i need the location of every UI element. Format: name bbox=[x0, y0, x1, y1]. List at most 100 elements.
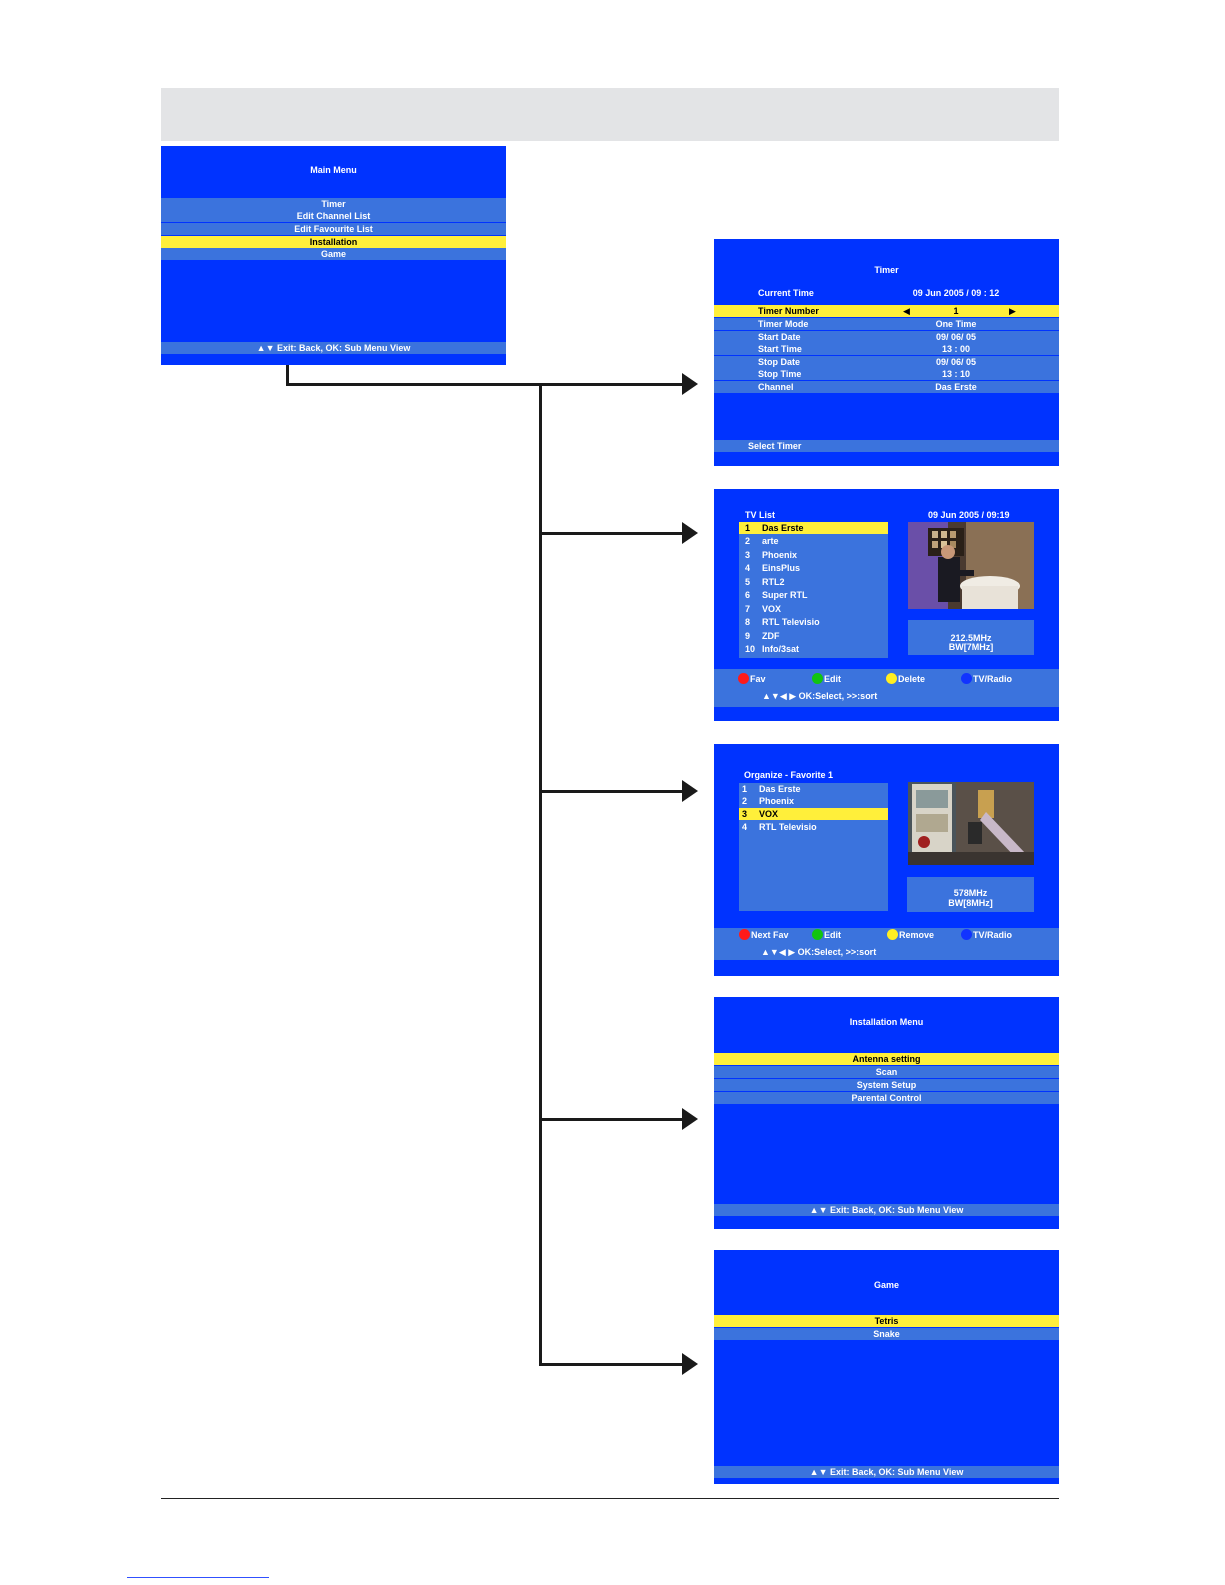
game-status-bar: ▲▼ Exit: Back, OK: Sub Menu View bbox=[714, 1466, 1059, 1478]
delete-button[interactable]: Delete bbox=[886, 673, 925, 685]
frequency-text: 212.5MHz bbox=[950, 633, 992, 643]
installation-item-scan[interactable]: Scan bbox=[714, 1066, 1059, 1078]
blue-button-icon bbox=[961, 673, 972, 684]
timer-row-value: 13 : 10 bbox=[941, 369, 971, 379]
timer-row-label: Start Time bbox=[758, 344, 802, 354]
favorites-list-panel bbox=[739, 783, 888, 911]
main-menu-title: Main Menu bbox=[310, 165, 357, 175]
channel-row[interactable]: Channel Das Erste bbox=[714, 381, 1059, 393]
installation-item-antenna-setting[interactable]: Antenna setting bbox=[714, 1053, 1059, 1065]
main-menu-status-bar: ▲▼ Exit: Back, OK: Sub Menu View bbox=[161, 342, 506, 354]
edit-button[interactable]: Edit bbox=[812, 929, 841, 941]
video-preview-image bbox=[908, 782, 1034, 865]
red-button-icon bbox=[738, 673, 749, 684]
game-title: Game bbox=[873, 1280, 899, 1290]
arrow-right-icon bbox=[682, 1108, 698, 1130]
bandwidth-text: BW[8MHz] bbox=[948, 898, 993, 908]
timer-row-label: Start Date bbox=[758, 332, 801, 342]
page-header-band bbox=[161, 88, 1059, 141]
green-button-icon bbox=[812, 929, 823, 940]
current-time-label: Current Time bbox=[758, 288, 814, 298]
tv-list-datetime: 09 Jun 2005 / 09:19 bbox=[928, 510, 1010, 520]
arrow-right-icon bbox=[682, 522, 698, 544]
connector-line bbox=[286, 383, 682, 386]
footer-link-underline bbox=[127, 1577, 269, 1578]
remove-button[interactable]: Remove bbox=[887, 929, 934, 941]
timer-title: Timer bbox=[874, 265, 899, 275]
timer-row-value: 09/ 06/ 05 bbox=[935, 332, 977, 342]
installation-status-bar: ▲▼ Exit: Back, OK: Sub Menu View bbox=[714, 1204, 1059, 1216]
installation-screen: Installation Menu Antenna setting Scan S… bbox=[714, 997, 1059, 1229]
yellow-button-icon bbox=[886, 673, 897, 684]
main-menu-item-game[interactable]: Game bbox=[161, 248, 506, 260]
green-button-icon bbox=[812, 673, 823, 684]
main-menu-item-edit-favourite-list[interactable]: Edit Favourite List bbox=[161, 223, 506, 235]
game-item-snake[interactable]: Snake bbox=[714, 1328, 1059, 1340]
timer-status-bar: Select Timer bbox=[714, 440, 1059, 452]
main-menu-item-installation[interactable]: Installation bbox=[161, 236, 506, 248]
timer-status-text: Select Timer bbox=[748, 441, 802, 451]
main-menu-item-timer[interactable]: Timer bbox=[161, 198, 506, 210]
favorites-hint: ▲▼◀ ▶ OK:Select, >>:sort bbox=[761, 947, 877, 957]
timer-row-value: Das Erste bbox=[935, 382, 977, 392]
timer-row-label: Channel bbox=[758, 382, 794, 392]
tv-radio-button[interactable]: TV/Radio bbox=[961, 673, 1012, 685]
blue-button-icon bbox=[961, 929, 972, 940]
installation-title: Installation Menu bbox=[849, 1017, 924, 1027]
signal-info-panel: 578MHz BW[8MHz] bbox=[907, 877, 1034, 912]
timer-mode-row[interactable]: Timer Mode One Time bbox=[714, 318, 1059, 330]
main-menu-item-edit-channel-list[interactable]: Edit Channel List bbox=[161, 210, 506, 222]
favorites-button-bar bbox=[714, 928, 1059, 960]
favorites-title: Organize - Favorite 1 bbox=[744, 770, 834, 780]
red-button-icon bbox=[739, 929, 750, 940]
edit-button[interactable]: Edit bbox=[812, 673, 841, 685]
connector-line bbox=[539, 532, 682, 535]
timer-number-row[interactable]: Timer Number ◀ 1 ▶ bbox=[714, 305, 1059, 317]
start-date-row[interactable]: Start Date 09/ 06/ 05 bbox=[714, 331, 1059, 343]
current-time-value: 09 Jun 2005 / 09 : 12 bbox=[912, 288, 1000, 298]
tv-radio-button[interactable]: TV/Radio bbox=[961, 929, 1012, 941]
timer-row-value: 09/ 06/ 05 bbox=[935, 357, 977, 367]
arrow-right-icon bbox=[682, 373, 698, 395]
start-time-row[interactable]: Start Time 13 : 00 bbox=[714, 343, 1059, 355]
stop-date-row[interactable]: Stop Date 09/ 06/ 05 bbox=[714, 356, 1059, 368]
installation-item-parental-control[interactable]: Parental Control bbox=[714, 1092, 1059, 1104]
timer-row-label: Timer Number bbox=[758, 306, 819, 316]
fav-button[interactable]: Fav bbox=[738, 673, 766, 685]
main-menu-screen: Main Menu Timer Edit Channel List Edit F… bbox=[161, 146, 506, 365]
tv-list-title: TV List bbox=[745, 510, 776, 520]
game-screen: Game Tetris Snake ▲▼ Exit: Back, OK: Sub… bbox=[714, 1250, 1059, 1484]
stop-time-row[interactable]: Stop Time 13 : 10 bbox=[714, 368, 1059, 380]
connector-line bbox=[286, 365, 289, 386]
timer-row-value: 1 bbox=[953, 306, 959, 316]
arrow-right-icon bbox=[682, 780, 698, 802]
connector-line bbox=[539, 1363, 682, 1366]
next-fav-button[interactable]: Next Fav bbox=[739, 929, 789, 941]
timer-screen: Timer Current Time 09 Jun 2005 / 09 : 12… bbox=[714, 239, 1059, 466]
arrow-right-icon[interactable]: ▶ bbox=[1009, 306, 1016, 316]
game-item-tetris[interactable]: Tetris bbox=[714, 1315, 1059, 1327]
video-preview bbox=[908, 782, 1034, 865]
bandwidth-text: BW[7MHz] bbox=[948, 642, 994, 652]
signal-info-panel: 212.5MHz BW[7MHz] bbox=[908, 620, 1034, 655]
timer-row-value: 13 : 00 bbox=[941, 344, 971, 354]
channel-list-panel bbox=[739, 522, 888, 658]
timer-row-label: Timer Mode bbox=[758, 319, 809, 329]
installation-item-system-setup[interactable]: System Setup bbox=[714, 1079, 1059, 1091]
arrow-left-icon[interactable]: ◀ bbox=[903, 306, 910, 316]
